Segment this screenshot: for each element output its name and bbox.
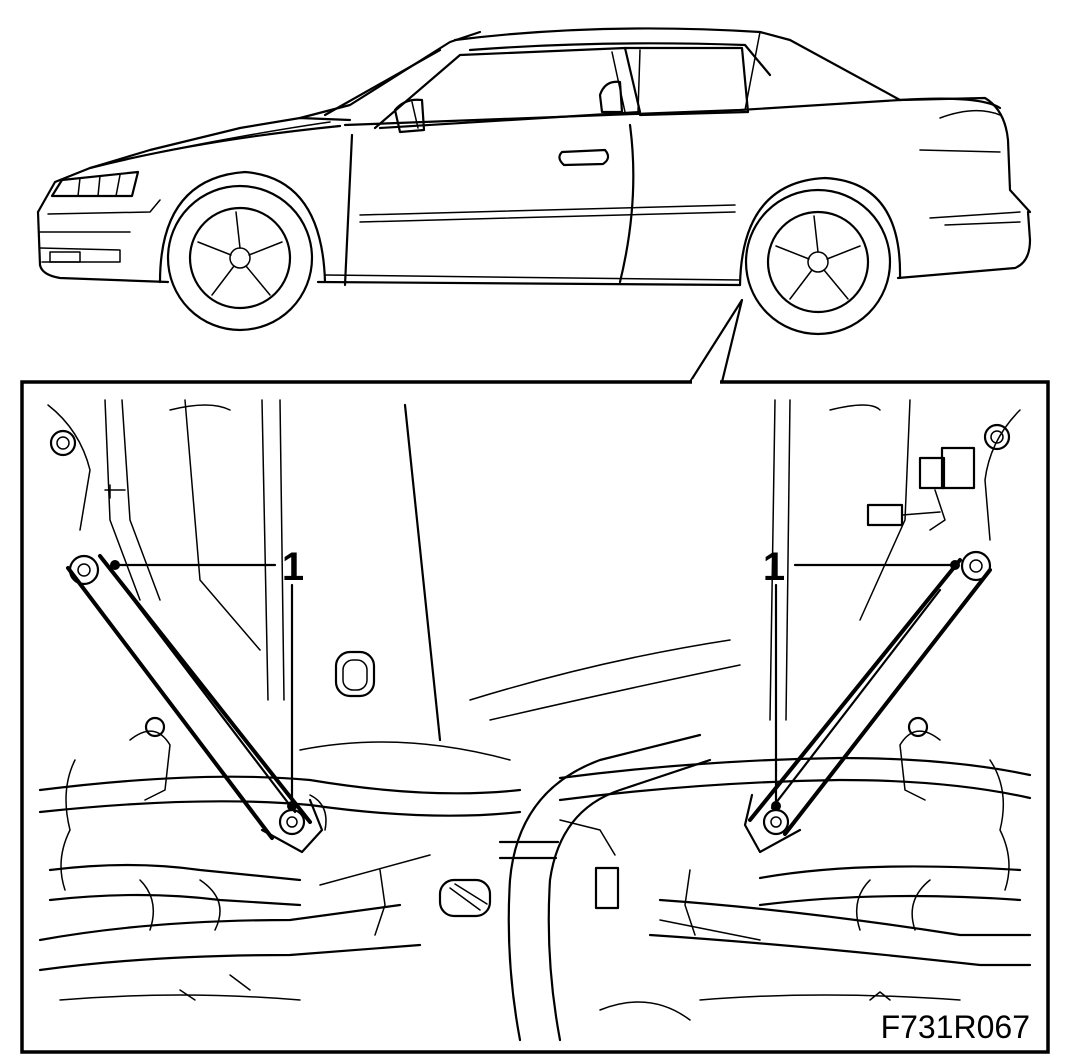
callout-left-label: 1 [282,545,304,589]
right-diagonal-brace [743,550,992,854]
callout-right-label: 1 [763,545,785,589]
callout-right: 1 [763,545,960,811]
rear-wheel [744,188,892,336]
callout-left: 1 [110,545,304,811]
figure-code: F731R067 [881,1009,1030,1045]
front-wheel [166,184,314,332]
detail-frame [20,380,1050,1054]
underbody-detail: 1 1 [38,399,1032,1042]
car-side-view [36,27,1032,384]
